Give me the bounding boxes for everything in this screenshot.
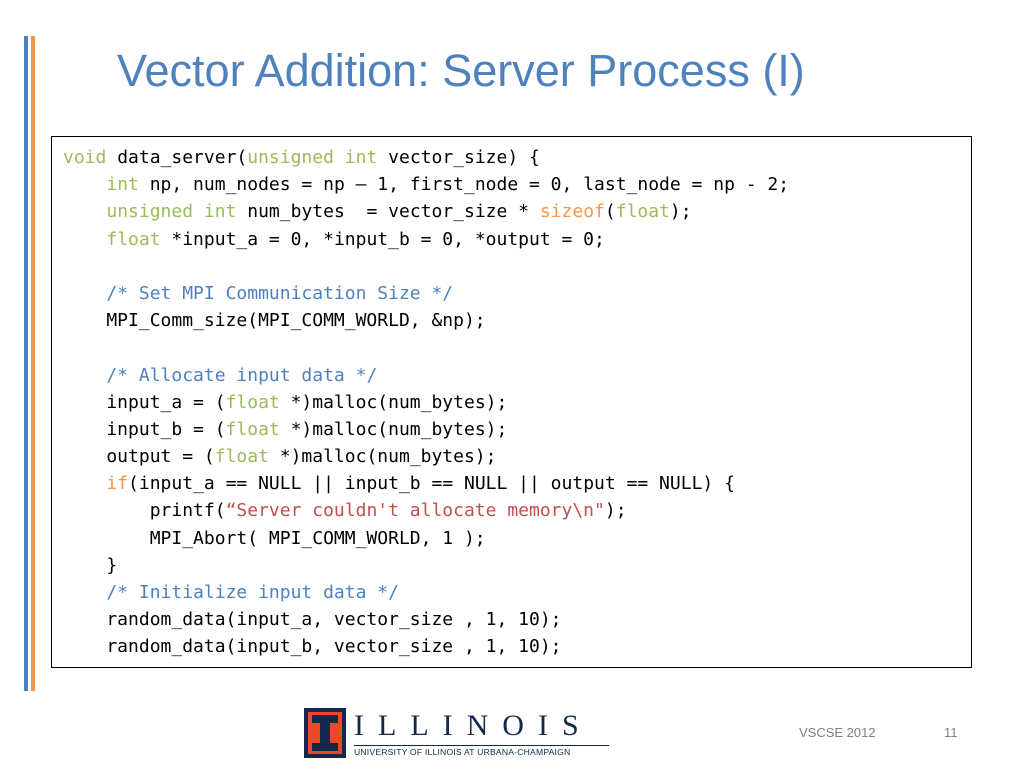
illinois-logo: ILLINOIS UNIVERSITY OF ILLINOIS AT URBAN… xyxy=(304,708,609,758)
code-builtin: if xyxy=(106,473,129,495)
code-string: “Server couldn't allocate memory\n" xyxy=(225,500,605,522)
slide-title: Vector Addition: Server Process (I) xyxy=(117,45,805,96)
code-text: *)malloc(num_bytes); xyxy=(279,391,508,413)
code-text: random_data(input_a, vector_size , 1, 10… xyxy=(63,609,562,631)
code-keyword: int xyxy=(203,201,237,223)
code-line: input_a = (float *)malloc(num_bytes); xyxy=(63,389,789,416)
code-line: /* Allocate input data */ xyxy=(63,362,789,389)
code-line: input_b = (float *)malloc(num_bytes); xyxy=(63,416,789,443)
logo-wordmark: ILLINOIS xyxy=(354,709,593,742)
code-text: input_b = ( xyxy=(63,418,226,440)
code-text: input_a = ( xyxy=(63,391,226,413)
code-text xyxy=(63,473,106,494)
code-line: /* Initialize input data */ xyxy=(63,579,789,606)
code-line: unsigned int num_bytes = vector_size * s… xyxy=(63,198,789,225)
code-text xyxy=(334,147,345,168)
code-line: printf(“Server couldn't allocate memory\… xyxy=(63,497,789,524)
code-keyword: float xyxy=(225,418,280,440)
code-text xyxy=(63,201,106,222)
footer-text: VSCSE 2012 xyxy=(799,725,876,740)
code-line: MPI_Comm_size(MPI_COMM_WORLD, &np); xyxy=(63,307,789,334)
code-builtin: sizeof xyxy=(539,201,605,223)
code-comment: /* Set MPI Communication Size */ xyxy=(106,282,454,304)
code-text xyxy=(63,582,106,603)
code-line: output = (float *)malloc(num_bytes); xyxy=(63,443,789,470)
code-line: int np, num_nodes = np – 1, first_node =… xyxy=(63,171,789,198)
code-text: *)malloc(num_bytes); xyxy=(268,446,497,468)
code-keyword: unsigned xyxy=(247,147,334,168)
code-line xyxy=(63,253,789,280)
code-keyword: float xyxy=(106,228,161,250)
code-line: } xyxy=(63,552,789,579)
code-text xyxy=(63,229,106,250)
code-line: void data_server(unsigned int vector_siz… xyxy=(63,144,789,171)
code-text: data_server( xyxy=(106,147,248,168)
code-text xyxy=(63,283,106,304)
slide-number: 11 xyxy=(944,725,958,740)
code-text: *input_a = 0, *input_b = 0, *output = 0; xyxy=(160,228,605,250)
illinois-block-i-icon xyxy=(304,708,346,758)
code-text xyxy=(63,365,106,386)
logo-subtitle: UNIVERSITY OF ILLINOIS AT URBANA-CHAMPAI… xyxy=(354,747,571,757)
code-comment: /* Initialize input data */ xyxy=(106,582,399,603)
code-line: if(input_a == NULL || input_b == NULL ||… xyxy=(63,470,789,497)
code-keyword: int xyxy=(344,147,378,168)
code-text: output = ( xyxy=(63,446,215,468)
code-keyword: void xyxy=(63,147,107,168)
accent-bar-orange xyxy=(31,36,35,691)
code-text: ); xyxy=(604,500,627,522)
code-keyword: float xyxy=(615,201,670,223)
code-text: ( xyxy=(604,201,616,223)
code-line: /* Set MPI Communication Size */ xyxy=(63,280,789,307)
logo-divider xyxy=(354,745,609,746)
code-text: ); xyxy=(669,201,692,223)
code-text: MPI_Abort( MPI_COMM_WORLD, 1 ); xyxy=(63,527,486,549)
code-text xyxy=(193,201,204,222)
code-comment: /* Allocate input data */ xyxy=(106,364,378,386)
code-text: (input_a == NULL || input_b == NULL || o… xyxy=(128,473,735,495)
code-line: float *input_a = 0, *input_b = 0, *outpu… xyxy=(63,226,789,253)
code-keyword: int xyxy=(106,174,139,196)
code-text: num_bytes = vector_size * xyxy=(236,201,540,223)
accent-bar-blue xyxy=(24,36,28,691)
code-line xyxy=(63,334,789,361)
code-text: MPI_Comm_size(MPI_COMM_WORLD, &np); xyxy=(63,310,486,332)
code-listing: void data_server(unsigned int vector_siz… xyxy=(63,144,789,661)
code-line: random_data(input_b, vector_size , 1, 10… xyxy=(63,633,789,660)
code-line: MPI_Abort( MPI_COMM_WORLD, 1 ); xyxy=(63,525,789,552)
code-block: void data_server(unsigned int vector_siz… xyxy=(51,136,972,668)
code-keyword: float xyxy=(225,391,280,413)
code-keyword: unsigned xyxy=(106,201,194,223)
code-text: } xyxy=(63,554,118,576)
code-text: *)malloc(num_bytes); xyxy=(279,418,508,440)
code-text xyxy=(63,174,106,195)
code-text: random_data(input_b, vector_size , 1, 10… xyxy=(63,636,562,658)
code-keyword: float xyxy=(214,446,269,468)
code-text: vector_size) { xyxy=(377,147,540,168)
code-text: np, num_nodes = np – 1, first_node = 0, … xyxy=(138,174,790,196)
code-line: random_data(input_a, vector_size , 1, 10… xyxy=(63,606,789,633)
code-text: printf( xyxy=(63,500,226,522)
